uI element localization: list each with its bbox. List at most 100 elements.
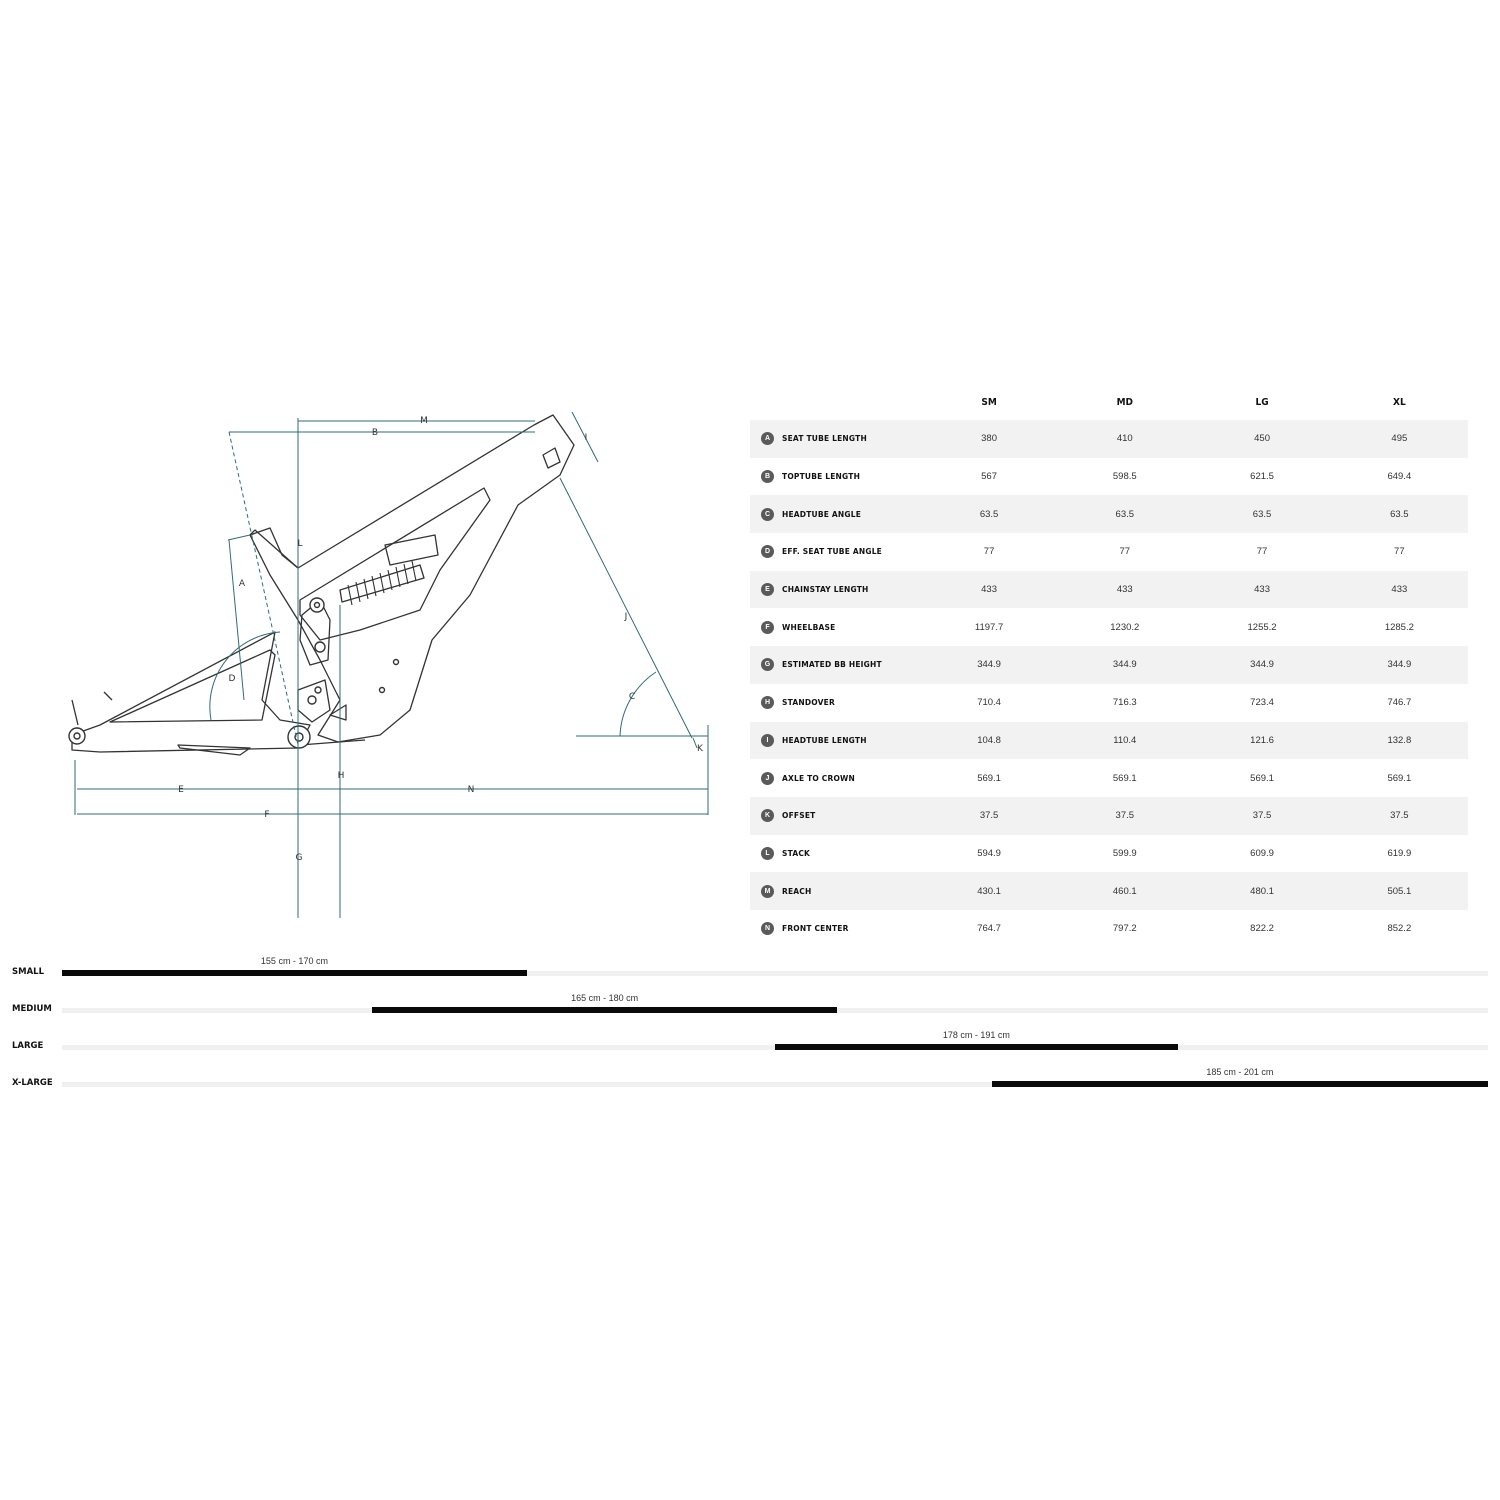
value-cell: 716.3 — [1112, 697, 1137, 709]
dimension-name: TOPTUBE LENGTH — [782, 472, 861, 482]
size-label: SMALL — [12, 967, 44, 977]
value-cell: 764.7 — [977, 923, 1001, 935]
dimension-letter-badge: M — [761, 884, 774, 898]
value-cell: 433 — [1193, 570, 1331, 609]
value-cell: 567 — [981, 471, 997, 483]
dimension-name: STACK — [782, 848, 811, 858]
header-size-xl: XL — [1393, 396, 1406, 408]
dimension-letter-badge: K — [761, 809, 774, 823]
value-cell: 77 — [1256, 546, 1268, 558]
dim-letter-n: N — [468, 785, 475, 795]
value-cell: 433 — [1330, 570, 1468, 609]
row-label-cell: B TOPTUBE LENGTH — [750, 458, 922, 496]
value-cell: 77 — [983, 546, 995, 558]
dimension-letter-badge: I — [761, 733, 774, 747]
value-cell: 433 — [1056, 570, 1194, 609]
dimension-letter-badge: F — [761, 620, 774, 634]
header-size-md: MD — [1116, 396, 1133, 408]
frame-outline — [71, 414, 575, 756]
dim-letter-f: F — [264, 810, 269, 820]
size-range-label: 155 cm - 170 cm — [260, 956, 328, 966]
dim-letter-k: K — [697, 744, 704, 754]
row-label-cell: L STACK — [750, 835, 922, 873]
dimension-letter-badge: A — [761, 432, 774, 446]
value-cell: 594.9 — [977, 847, 1001, 859]
size-range-label: 185 cm - 201 cm — [1206, 1067, 1274, 1077]
value-cell: 1197.7 — [974, 621, 1004, 633]
dimension-letter-badge: L — [761, 846, 774, 860]
value-cell: 104.8 — [922, 721, 1057, 760]
row-label-cell: J AXLE TO CROWN — [750, 759, 922, 797]
value-cell: 598.5 — [1112, 471, 1137, 483]
dimension-name: CHAINSTAY LENGTH — [782, 585, 869, 595]
value-cell: 852.2 — [1387, 923, 1412, 935]
dimension-name: FRONT CENTER — [782, 924, 849, 934]
size-range-track — [62, 1082, 1488, 1087]
dim-letter-m: M — [420, 416, 428, 426]
dimension-letter-badge: H — [761, 696, 774, 710]
dim-letter-a: A — [239, 579, 246, 589]
dimension-letter-badge: C — [761, 507, 774, 521]
size-label: X-LARGE — [12, 1078, 53, 1088]
value-cell: 121.6 — [1193, 721, 1331, 760]
value-cell: 63.5 — [922, 495, 1057, 534]
size-range-label: 178 cm - 191 cm — [942, 1030, 1010, 1040]
frame-geometry-diagram: M B I L A J D C K H E N F G — [68, 411, 709, 918]
dimension-name: AXLE TO CROWN — [782, 773, 856, 783]
value-cell: 450 — [1193, 420, 1331, 458]
value-cell: 505.1 — [1330, 872, 1468, 910]
dim-letter-c: C — [629, 692, 635, 702]
size-range-label: 165 cm - 180 cm — [571, 993, 639, 1003]
dimension-name: HEADTUBE LENGTH — [782, 735, 867, 745]
dimension-name: EFF. SEAT TUBE ANGLE — [782, 547, 882, 557]
dimension-name: ESTIMATED BB HEIGHT — [782, 660, 882, 670]
value-cell: 495 — [1330, 420, 1468, 458]
value-cell: 797.2 — [1112, 923, 1137, 935]
value-cell: 410 — [1056, 420, 1194, 458]
dimension-letter-badge: E — [761, 583, 774, 597]
value-cell: 569.1 — [1387, 772, 1412, 784]
dimension-lines — [74, 411, 709, 918]
value-cell: 723.4 — [1250, 697, 1274, 709]
value-cell: 110.4 — [1056, 721, 1194, 760]
row-label-cell: K OFFSET — [750, 796, 922, 835]
value-cell: 569.1 — [1250, 772, 1274, 784]
dim-letter-h: H — [338, 771, 345, 781]
dimension-name: STANDOVER — [782, 698, 835, 708]
header-size-sm: SM — [981, 396, 997, 408]
value-cell: 37.5 — [1193, 796, 1331, 835]
size-range-bar — [62, 970, 527, 976]
value-cell: 619.9 — [1387, 847, 1412, 859]
value-cell: 649.4 — [1387, 471, 1412, 483]
dimension-letter-badge: B — [761, 470, 774, 484]
dim-letter-i: I — [585, 433, 588, 443]
dim-letter-d: D — [229, 674, 236, 684]
value-cell: 37.5 — [1330, 796, 1468, 835]
value-cell: 430.1 — [922, 872, 1057, 910]
dimension-name: OFFSET — [782, 811, 816, 821]
value-cell: 63.5 — [1193, 495, 1331, 534]
header-size-lg: LG — [1255, 396, 1269, 408]
value-cell: 609.9 — [1250, 847, 1274, 859]
dimension-letter-badge: J — [761, 771, 774, 785]
dimension-name: REACH — [782, 886, 812, 896]
dimension-letter-badge: G — [761, 658, 774, 672]
value-cell: 1230.2 — [1110, 621, 1140, 633]
value-cell: 63.5 — [1056, 495, 1194, 534]
dimension-letter-badge: D — [761, 545, 774, 559]
value-cell: 822.2 — [1250, 923, 1274, 935]
value-cell: 710.4 — [977, 697, 1001, 709]
dim-letter-g: G — [296, 853, 303, 863]
value-cell: 77 — [1394, 546, 1405, 558]
